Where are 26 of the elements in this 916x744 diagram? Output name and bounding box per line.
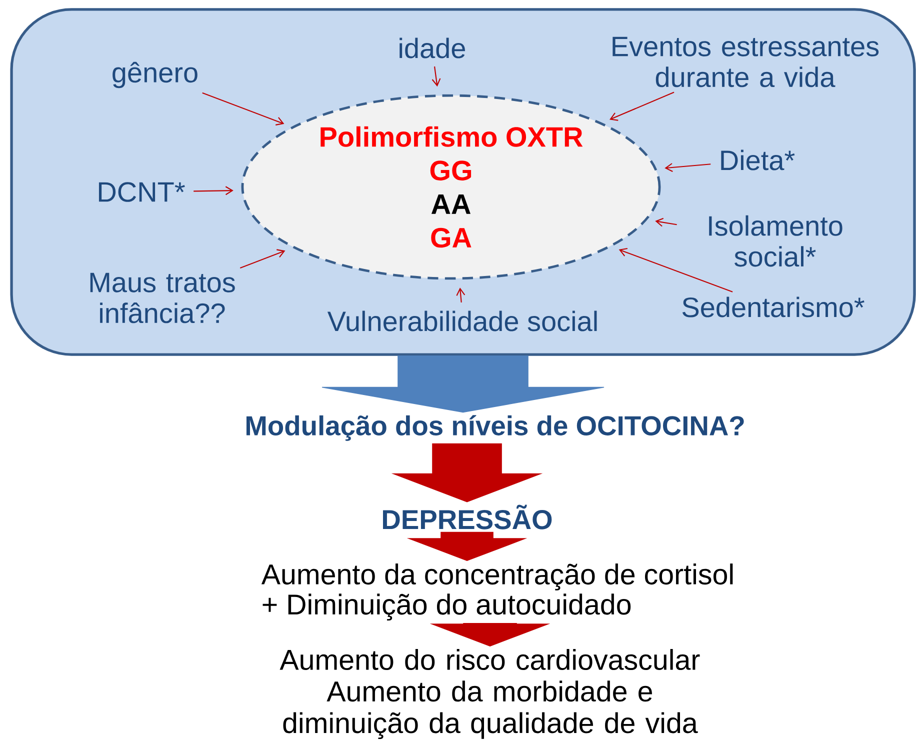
arrow: [432, 66, 441, 87]
factor-label: DCNT*: [98, 182, 185, 202]
arrow: [194, 186, 234, 196]
factor-label: Sedentarismo*: [682, 296, 864, 318]
factor-label: Dieta*: [721, 150, 795, 170]
arrow: [655, 218, 677, 227]
factor-label: Maus tratos infância??: [90, 272, 235, 324]
arrow: [664, 163, 711, 172]
heading-text: DEPRESSÃO: [383, 504, 552, 530]
factor-label: Isolamento social*: [709, 215, 842, 267]
factor-label: idade: [400, 38, 465, 58]
block-arrow: [322, 355, 604, 413]
factor-label: Eventos estressantes durante a vida: [612, 36, 879, 88]
factor-label: Vulnerabilidade social: [327, 310, 597, 332]
arrow: [240, 249, 286, 268]
arrow: [456, 288, 466, 303]
block-arrow: [391, 443, 543, 502]
arrow: [202, 92, 284, 126]
heading-text: Modulação dos níveis de OCITOCINA?: [246, 415, 744, 441]
result-text: Aumento da concentração de cortisol + Diminuição do autocuidado: [261, 564, 733, 620]
block-arrow: [430, 623, 550, 646]
factor-label: gênero: [112, 62, 198, 88]
arrow: [610, 92, 674, 121]
arrow: [618, 248, 733, 292]
block-arrow: [406, 532, 528, 562]
result-text: Aumento do risco cardiovascular Aumento da morbidade e diminuição da qualidade de vida: [280, 649, 700, 740]
